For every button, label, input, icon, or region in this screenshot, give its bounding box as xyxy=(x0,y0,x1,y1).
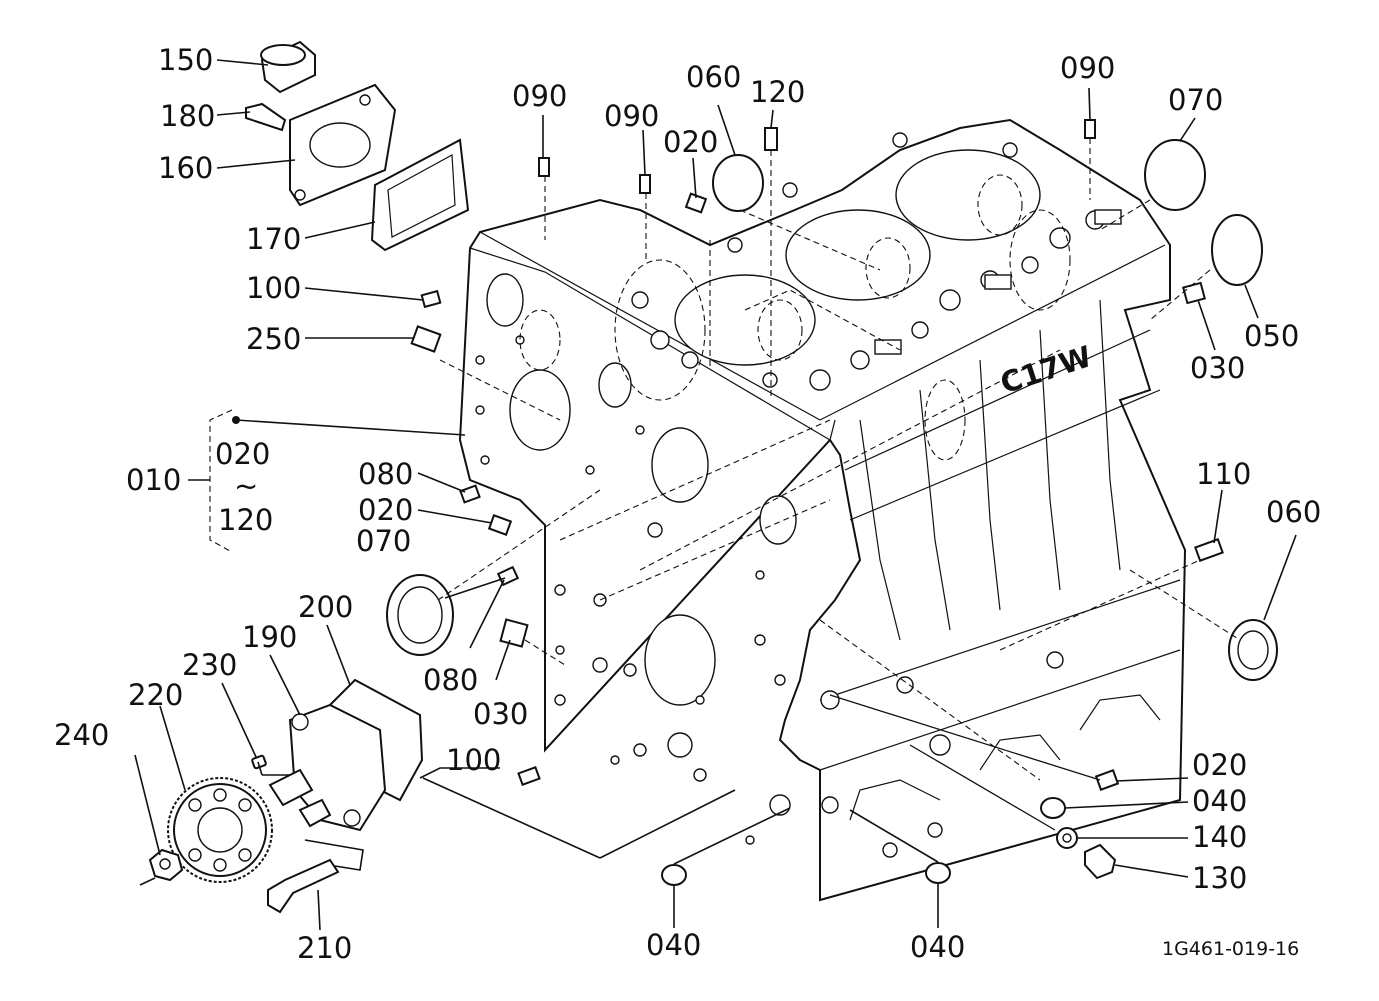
callout-200: 200 xyxy=(298,590,353,624)
range-bracket-010: 010 020 ~ 120 xyxy=(126,409,273,553)
part-110-pin xyxy=(1194,538,1224,562)
callout-090-right: 090 xyxy=(1060,51,1115,85)
range-from-label: 020 xyxy=(215,437,270,471)
callout-100-lower: 100 xyxy=(446,743,501,777)
part-060-seal-right xyxy=(1228,619,1278,681)
cylinder-block: C17W xyxy=(439,118,1187,902)
callout-230: 230 xyxy=(182,648,237,682)
part-020-plug-left xyxy=(487,514,513,536)
callout-labels: 150 180 160 170 100 250 080 020 070 080 … xyxy=(54,43,1321,965)
part-210-bolt xyxy=(267,858,340,914)
part-050-cap xyxy=(1211,214,1263,286)
diagram-reference-code: 1G461-019-16 xyxy=(1162,938,1299,960)
part-250-plug xyxy=(410,325,442,353)
callout-070-right: 070 xyxy=(1168,83,1223,117)
range-to-label: 120 xyxy=(218,503,273,537)
callout-210: 210 xyxy=(297,931,352,965)
part-020-plug-right xyxy=(1094,769,1120,791)
callout-010: 010 xyxy=(126,463,181,497)
part-120-pipe xyxy=(764,127,778,151)
callout-180: 180 xyxy=(160,99,215,133)
callout-150: 150 xyxy=(158,43,213,77)
leader-lines xyxy=(134,59,1297,931)
part-160-thermostat-cover xyxy=(289,83,397,207)
part-170-gasket xyxy=(370,138,470,252)
callout-080-upper: 080 xyxy=(358,457,413,491)
part-100-pin-lower xyxy=(517,766,541,786)
callout-020-top: 020 xyxy=(663,125,718,159)
callout-140: 140 xyxy=(1192,820,1247,854)
part-190-oil-pump xyxy=(268,703,387,832)
callout-040-bottom-a: 040 xyxy=(646,928,701,962)
part-070-cap-top xyxy=(1144,139,1206,211)
callout-020-left: 020 xyxy=(358,493,413,527)
deck-holes xyxy=(631,132,1122,391)
part-040-cap-bottom-b xyxy=(925,862,951,884)
callout-030-left: 030 xyxy=(473,697,528,731)
part-230-key xyxy=(251,754,267,770)
cylinder-bore-2 xyxy=(785,209,931,301)
callout-080-lower: 080 xyxy=(423,663,478,697)
part-070-oil-seal xyxy=(386,574,454,656)
callout-090-left: 090 xyxy=(512,79,567,113)
part-080-pin-a xyxy=(459,484,481,504)
range-tilde: ~ xyxy=(234,469,258,503)
part-150-plug xyxy=(260,40,316,94)
callout-070-left: 070 xyxy=(356,524,411,558)
block-side-ribs xyxy=(819,299,1181,821)
callout-060-right: 060 xyxy=(1266,495,1321,529)
callout-040-right: 040 xyxy=(1192,784,1247,818)
part-140-washer xyxy=(1056,827,1078,849)
callout-190: 190 xyxy=(242,620,297,654)
callout-250: 250 xyxy=(246,322,301,356)
callout-240: 240 xyxy=(54,718,109,752)
cylinder-bore-3 xyxy=(895,149,1041,241)
part-040-cap-bottom-a xyxy=(661,864,687,886)
part-060-cap-top xyxy=(712,154,764,212)
hidden-lines xyxy=(439,209,1071,601)
callout-110: 110 xyxy=(1196,457,1251,491)
callout-100-upper: 100 xyxy=(246,271,301,305)
callout-060-top: 060 xyxy=(686,60,741,94)
part-180-bolt xyxy=(245,102,287,132)
part-220-gear xyxy=(167,777,273,883)
part-020-plug-top xyxy=(684,192,708,214)
part-240-nut xyxy=(148,848,184,882)
part-030-plug-right xyxy=(1182,281,1206,305)
callout-020-right: 020 xyxy=(1192,748,1247,782)
callout-220: 220 xyxy=(128,678,183,712)
part-100-pin-upper xyxy=(420,289,442,309)
part-130-plug xyxy=(1084,843,1117,880)
callout-170: 170 xyxy=(246,222,301,256)
callout-160: 160 xyxy=(158,151,213,185)
part-040-cap-right xyxy=(1040,797,1066,819)
part-080-pin-b xyxy=(496,565,520,587)
callout-120: 120 xyxy=(750,75,805,109)
callout-130: 130 xyxy=(1192,861,1247,895)
callout-040-bottom-b: 040 xyxy=(910,930,965,964)
part-030-plug-left xyxy=(499,618,529,648)
callout-090-mid: 090 xyxy=(604,99,659,133)
callout-050: 050 xyxy=(1244,319,1299,353)
callout-030-right: 030 xyxy=(1190,351,1245,385)
